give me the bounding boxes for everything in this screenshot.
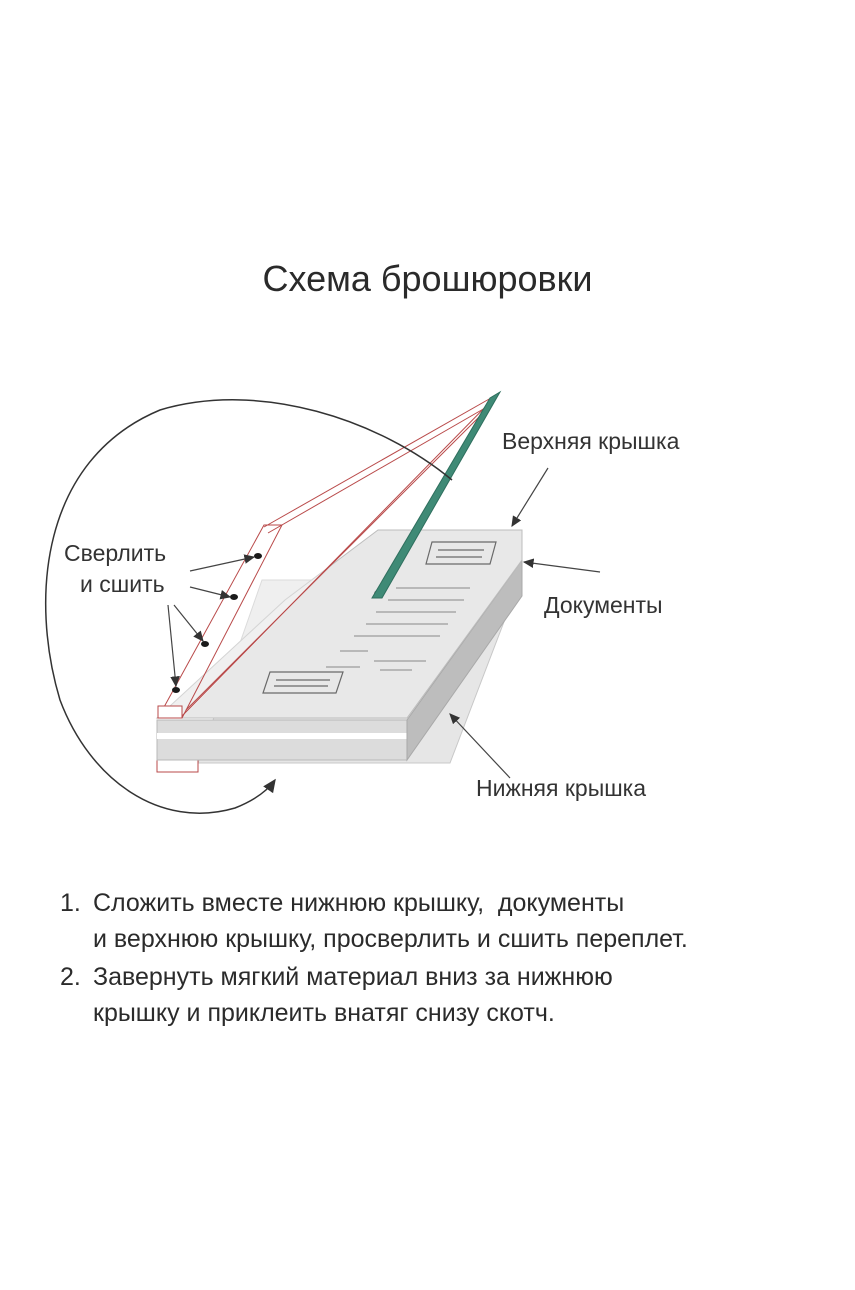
step-text-line: крышку и приклеить внатяг снизу скотч.	[93, 999, 555, 1027]
instruction-step: 1. Сложить вместе нижнюю крышку, докумен…	[60, 885, 840, 957]
bottom-soft-flap	[156, 759, 199, 773]
drill-hole	[254, 553, 262, 559]
top-cover-spine	[371, 390, 502, 599]
drill-holes	[172, 553, 262, 693]
instruction-step: 2. Завернуть мягкий материал вниз за ниж…	[60, 959, 840, 1031]
top-cover-outline	[157, 393, 499, 719]
step-text-line: Сложить вместе нижнюю крышку, документы	[93, 889, 625, 917]
instructions-list: 1. Сложить вместе нижнюю крышку, докумен…	[60, 885, 840, 1033]
drill-hole	[201, 641, 209, 647]
stack-white-band	[157, 733, 407, 739]
step-number: 2.	[60, 963, 81, 991]
document-lines	[326, 587, 470, 671]
label-drill-line2: и сшить	[80, 571, 165, 597]
wrap-arrow	[44, 399, 453, 814]
label-drill-line1: Сверлить	[64, 540, 166, 566]
stack-front-face	[156, 719, 408, 761]
top-cover-film	[158, 392, 500, 718]
label-documents: Документы	[544, 592, 663, 618]
label-bottom-cover: Нижняя крышка	[476, 775, 646, 801]
label-top-cover: Верхняя крышка	[502, 428, 680, 454]
step-text-line: Завернуть мягкий материал вниз за нижнюю	[93, 963, 613, 991]
document-stamp-bottom	[262, 671, 344, 694]
document-stamp-top	[425, 541, 497, 565]
diagram-title: Схема брошюровки	[262, 258, 593, 299]
binding-diagram: Верхняя крышка Сверлить и сшить Документ…	[44, 390, 680, 814]
pointer-lines	[167, 467, 601, 779]
drill-hole	[230, 594, 238, 600]
drill-hole	[172, 687, 180, 693]
step-text-line: и верхнюю крышку, просверлить и сшить пе…	[93, 925, 688, 953]
top-cover-binding-strip	[157, 705, 183, 719]
step-number: 1.	[60, 889, 81, 917]
documents-top	[155, 529, 523, 719]
